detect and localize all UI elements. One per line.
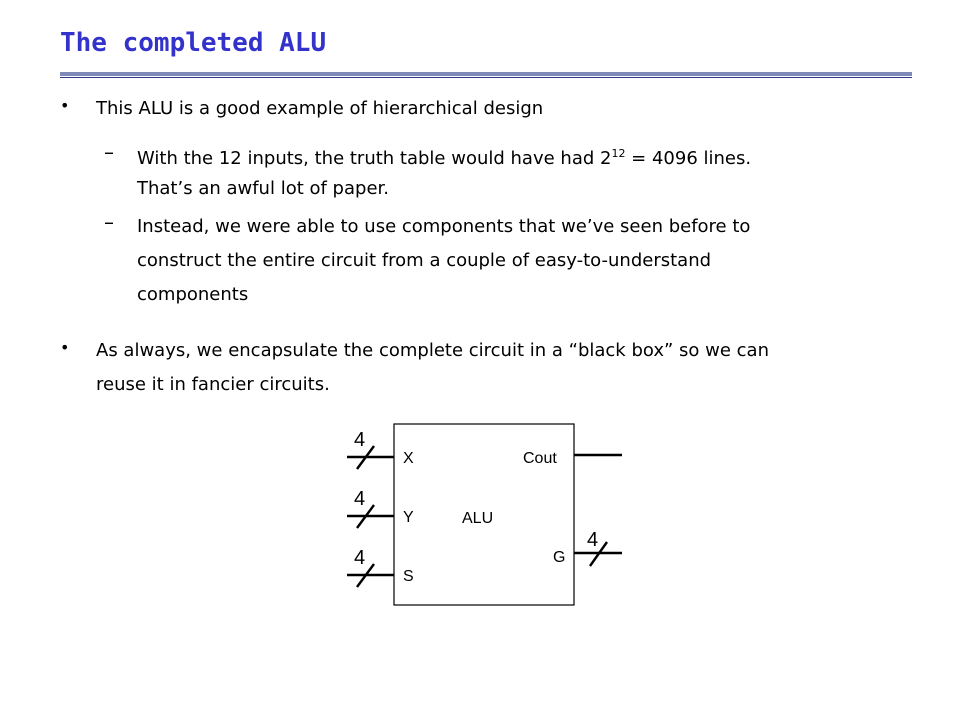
sub-1-line-2: That’s an awful lot of paper. bbox=[137, 178, 389, 199]
bullet-marker: • bbox=[60, 96, 70, 115]
input-y-bus-slash bbox=[356, 504, 375, 529]
sub-1-line-1-post: = 4096 lines. bbox=[625, 148, 752, 169]
sub-1-line-1: With the 12 inputs, the truth table woul… bbox=[137, 144, 751, 174]
title-rule-thin bbox=[60, 77, 912, 78]
bullet-2-line-2: reuse it in fancier circuits. bbox=[96, 374, 330, 395]
alu-block bbox=[393, 423, 575, 606]
bullet-1-text: This ALU is a good example of hierarchic… bbox=[96, 98, 544, 119]
output-g-label: G bbox=[553, 549, 565, 566]
sub-2-line-2: construct the entire circuit from a coup… bbox=[137, 250, 712, 271]
exponent: 12 bbox=[611, 147, 626, 160]
bullet-marker: • bbox=[60, 338, 70, 357]
slide-title: The completed ALU bbox=[60, 28, 327, 58]
input-x-bus-slash bbox=[356, 445, 375, 470]
output-g-bus-slash bbox=[589, 541, 608, 567]
dash-marker: – bbox=[104, 140, 114, 164]
output-g-width: 4 bbox=[587, 529, 598, 551]
input-y-label: Y bbox=[403, 509, 414, 526]
sub-1-line-1-pre: With the 12 inputs, the truth table woul… bbox=[137, 148, 612, 169]
input-x-width: 4 bbox=[354, 429, 365, 451]
input-x-label: X bbox=[403, 450, 414, 467]
title-rule-thick bbox=[60, 72, 912, 76]
sub-2-line-1: Instead, we were able to use components … bbox=[137, 216, 751, 237]
output-cout-label: Cout bbox=[523, 450, 557, 467]
input-s-width: 4 bbox=[354, 547, 365, 569]
dash-marker: – bbox=[104, 210, 114, 234]
input-y-width: 4 bbox=[354, 488, 365, 510]
alu-label: ALU bbox=[462, 510, 493, 527]
sub-2-line-3: components bbox=[137, 284, 249, 305]
input-s-label: S bbox=[403, 568, 414, 585]
input-s-bus-slash bbox=[356, 563, 375, 588]
bullet-2-line-1: As always, we encapsulate the complete c… bbox=[96, 340, 769, 361]
